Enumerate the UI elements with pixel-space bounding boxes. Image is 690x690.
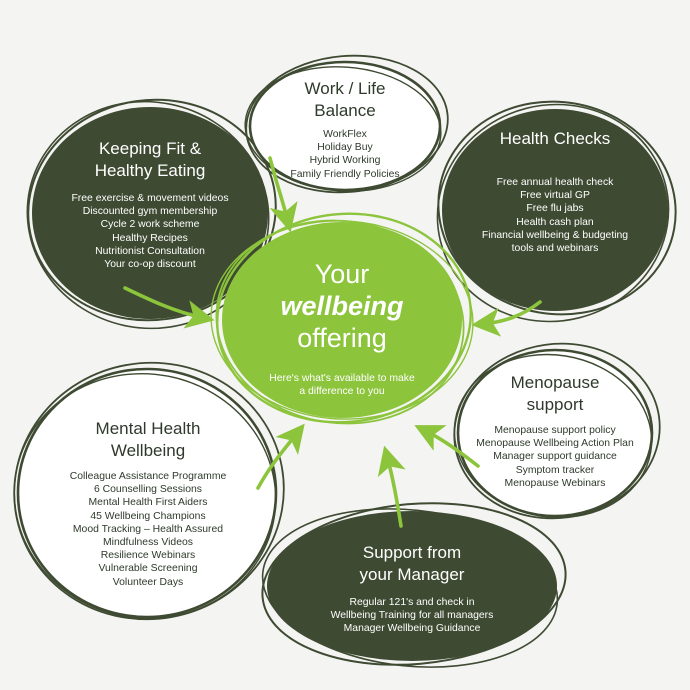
- health-checks-node: Health Checks Free annual health check F…: [455, 128, 655, 255]
- manager-node: Support from your Manager Regular 121's …: [312, 542, 512, 636]
- center-title: Your wellbeing offering: [242, 258, 442, 354]
- keeping-fit-node: Keeping Fit & Healthy Eating Free exerci…: [50, 138, 250, 271]
- list-item: WorkFlex: [323, 129, 367, 140]
- mental-health-circle: [13, 361, 285, 621]
- list-item: Menopause Webinars: [504, 477, 606, 489]
- list-item: Menopause support policy: [494, 425, 616, 436]
- list-item: tools and webinars: [511, 243, 599, 255]
- health-checks-circle: [436, 100, 677, 323]
- list-item: Free annual health check: [496, 177, 614, 188]
- list-item: Your co-op discount: [104, 259, 196, 271]
- work-life-node: Work / Life Balance WorkFlex Holiday Buy…: [265, 78, 425, 181]
- center-title-line2: wellbeing: [280, 291, 404, 321]
- center-subtitle: Here's what's available to make a differ…: [242, 372, 442, 398]
- list-item: Symptom tracker: [515, 464, 595, 476]
- health-checks-list: Free annual health check Free virtual GP…: [455, 176, 655, 255]
- manager-circle: [261, 502, 567, 668]
- list-item: Cycle 2 work scheme: [100, 219, 200, 231]
- work-life-title-line1: Work / Life: [304, 79, 386, 98]
- list-item: Mood Tracking – Health Assured: [72, 523, 224, 535]
- list-item: Mental Health First Aiders: [88, 497, 208, 509]
- list-item: Manager support guidance: [493, 451, 617, 463]
- center-title-line3: offering: [297, 323, 387, 353]
- arrow-mental-health: [256, 423, 305, 490]
- menopause-node: Menopause support Menopause support poli…: [465, 372, 645, 490]
- keeping-fit-list: Free exercise & movement videos Discount…: [50, 192, 250, 271]
- mental-health-node: Mental Health Wellbeing Colleague Assist…: [48, 418, 248, 589]
- mental-health-title: Mental Health Wellbeing: [48, 418, 248, 462]
- list-item: Free flu jabs: [526, 203, 584, 215]
- list-item: Mindfulness Videos: [103, 537, 193, 549]
- keeping-fit-title-line2: Healthy Eating: [94, 161, 206, 180]
- menopause-list: Menopause support policy Menopause Wellb…: [465, 424, 645, 490]
- list-item: 45 Wellbeing Champions: [90, 510, 206, 522]
- list-item: Menopause Wellbeing Action Plan: [476, 438, 634, 450]
- center-node: Your wellbeing offering Here's what's av…: [242, 258, 442, 398]
- keeping-fit-title-line1: Keeping Fit &: [98, 139, 202, 158]
- list-item: 6 Counselling Sessions: [93, 484, 202, 496]
- list-item: Healthy Recipes: [112, 232, 188, 244]
- list-item: Manager Wellbeing Guidance: [343, 623, 481, 635]
- menopause-title: Menopause support: [465, 372, 645, 416]
- mental-health-title-line1: Mental Health: [95, 419, 201, 438]
- arrow-menopause: [414, 425, 480, 468]
- list-item: Hybrid Working: [309, 155, 381, 167]
- keeping-fit-title: Keeping Fit & Healthy Eating: [50, 138, 250, 182]
- manager-title-line2: your Manager: [359, 565, 465, 584]
- mental-health-list: Colleague Assistance Programme 6 Counsel…: [48, 470, 248, 589]
- work-life-list: WorkFlex Holiday Buy Hybrid Working Fami…: [265, 128, 425, 181]
- center-title-line1: Your: [314, 259, 370, 289]
- menopause-circle: [453, 342, 661, 520]
- list-item: Family Friendly Policies: [290, 168, 400, 180]
- work-life-title: Work / Life Balance: [265, 78, 425, 122]
- arrow-work-life: [268, 156, 298, 233]
- list-item: Discounted gym membership: [82, 206, 218, 218]
- arrow-keeping-fit: [123, 286, 215, 329]
- manager-title-line1: Support from: [362, 543, 462, 562]
- center-subtitle-line1: Here's what's available to make: [269, 373, 415, 384]
- mental-health-title-line2: Wellbeing: [110, 441, 186, 460]
- list-item: Holiday Buy: [317, 142, 373, 154]
- list-item: Financial wellbeing & budgeting: [481, 229, 629, 241]
- manager-list: Regular 121's and check in Wellbeing Tra…: [312, 596, 512, 636]
- list-item: Resilience Webinars: [100, 550, 196, 562]
- keeping-fit-circle: [26, 98, 277, 330]
- arrow-health-checks: [471, 300, 542, 337]
- list-item: Regular 121's and check in: [349, 597, 475, 608]
- menopause-title-line1: Menopause: [510, 373, 600, 392]
- arrow-manager: [377, 445, 406, 528]
- health-checks-title-line1: Health Checks: [499, 129, 611, 148]
- health-checks-title: Health Checks: [455, 128, 655, 150]
- list-item: Vulnerable Screening: [98, 563, 198, 575]
- manager-title: Support from your Manager: [312, 542, 512, 586]
- work-life-circle: [244, 54, 449, 194]
- list-item: Colleague Assistance Programme: [69, 471, 227, 482]
- list-item: Nutritionist Consultation: [95, 245, 205, 257]
- list-item: Free exercise & movement videos: [71, 193, 229, 204]
- center-subtitle-line2: a difference to you: [299, 386, 385, 397]
- list-item: Wellbeing Training for all managers: [330, 610, 494, 622]
- list-item: Health cash plan: [516, 216, 594, 228]
- menopause-title-line2: support: [526, 395, 584, 414]
- work-life-title-line2: Balance: [314, 101, 376, 120]
- list-item: Volunteer Days: [112, 576, 184, 588]
- list-item: Free virtual GP: [520, 190, 590, 202]
